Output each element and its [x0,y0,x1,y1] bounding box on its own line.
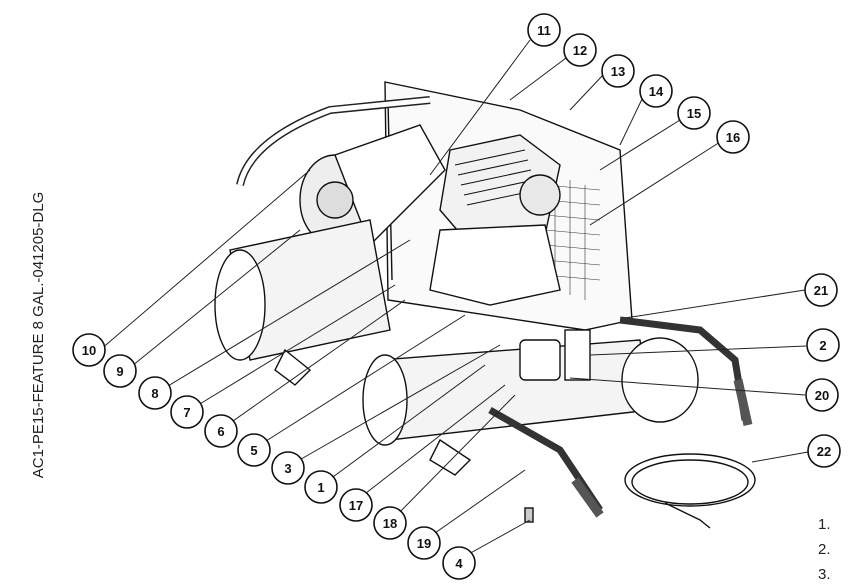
svg-text:6: 6 [217,424,224,439]
svg-text:9: 9 [116,364,123,379]
callout-11: 11 [527,13,561,47]
svg-text:21: 21 [814,283,828,298]
svg-text:10: 10 [82,343,96,358]
svg-text:22: 22 [817,444,831,459]
svg-text:15: 15 [687,106,701,121]
svg-text:14: 14 [649,84,664,99]
callout-17: 17 [339,488,373,522]
svg-text:12: 12 [573,43,587,58]
svg-text:7: 7 [183,405,190,420]
svg-text:11: 11 [537,23,551,38]
svg-text:4: 4 [455,556,463,571]
callout-21: 21 [804,273,838,307]
callout-6: 6 [204,414,238,448]
callout-5: 5 [237,433,271,467]
svg-text:3: 3 [284,461,291,476]
svg-text:2: 2 [819,338,826,353]
svg-text:20: 20 [815,388,829,403]
callout-16: 16 [716,120,750,154]
notes-list: 1. 2. 3. [818,512,831,587]
svg-text:18: 18 [383,516,397,531]
callout-4: 4 [442,546,476,580]
note-1: 1. [818,516,831,533]
callout-22: 22 [807,434,841,468]
callout-12: 12 [563,33,597,67]
callout-14: 14 [639,74,673,108]
callout-7: 7 [170,395,204,429]
callout-8: 8 [138,376,172,410]
svg-text:5: 5 [250,443,257,458]
callout-18: 18 [373,506,407,540]
callout-15: 15 [677,96,711,130]
callout-1: 1 [304,470,338,504]
svg-text:16: 16 [726,130,740,145]
callout-9: 9 [103,354,137,388]
svg-text:1: 1 [317,480,324,495]
callout-19: 19 [407,526,441,560]
callout-20: 20 [805,378,839,412]
note-2: 2. [818,541,831,558]
svg-text:19: 19 [417,536,431,551]
callout-2: 2 [806,328,840,362]
callout-10: 10 [72,333,106,367]
svg-text:13: 13 [611,64,625,79]
callout-3: 3 [271,451,305,485]
leader-lines [99,39,809,561]
svg-text:17: 17 [349,498,363,513]
svg-text:8: 8 [151,386,158,401]
note-3: 3. [818,566,831,583]
callout-13: 13 [601,54,635,88]
